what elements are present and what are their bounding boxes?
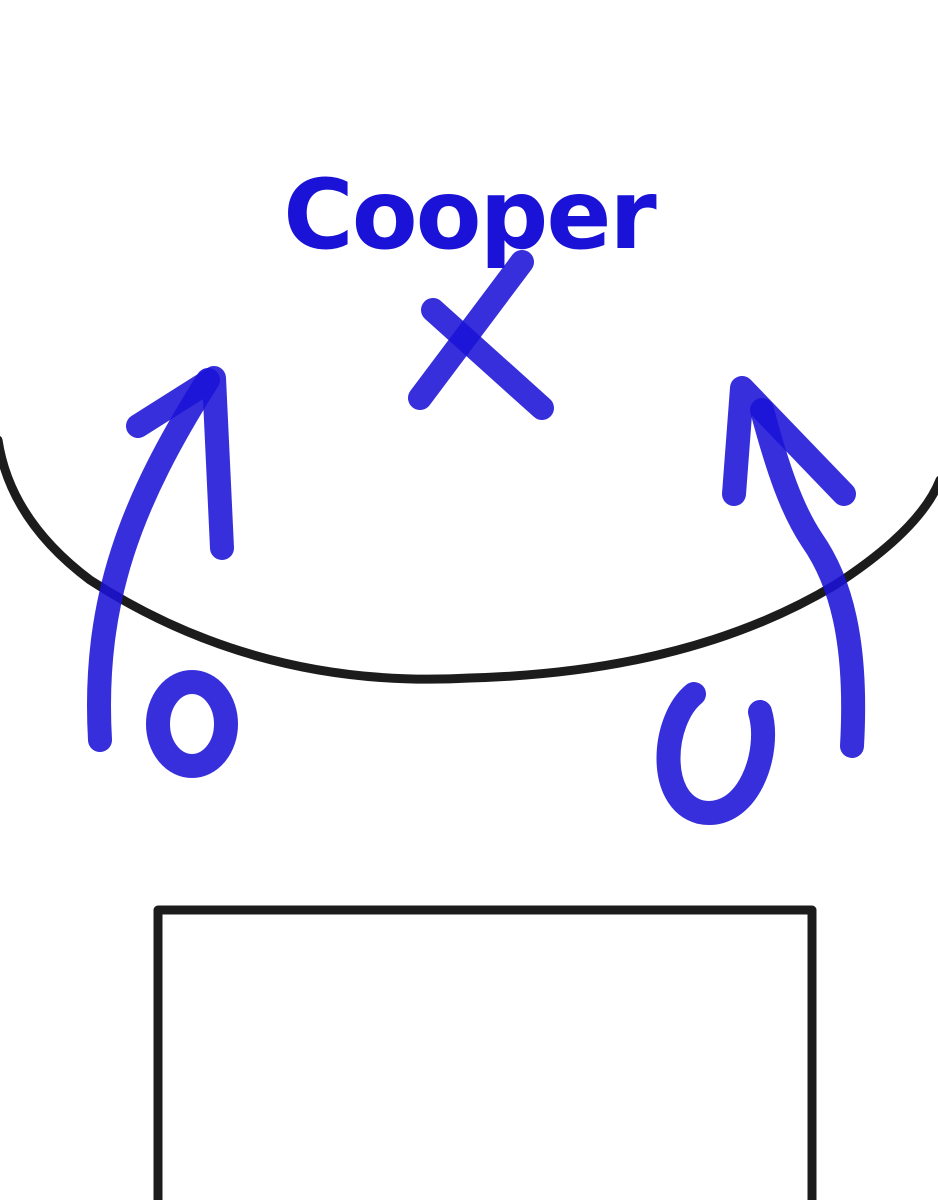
three-point-arc bbox=[0, 435, 938, 684]
paint-box bbox=[153, 905, 817, 1200]
left-offense-player-o bbox=[146, 670, 238, 778]
defender-x-symbol bbox=[408, 250, 554, 420]
left-cut-arrow bbox=[87, 366, 234, 752]
right-cut-arrow bbox=[722, 376, 866, 758]
defender-name-label: Cooper bbox=[283, 159, 657, 271]
right-offense-player-o bbox=[656, 682, 776, 825]
